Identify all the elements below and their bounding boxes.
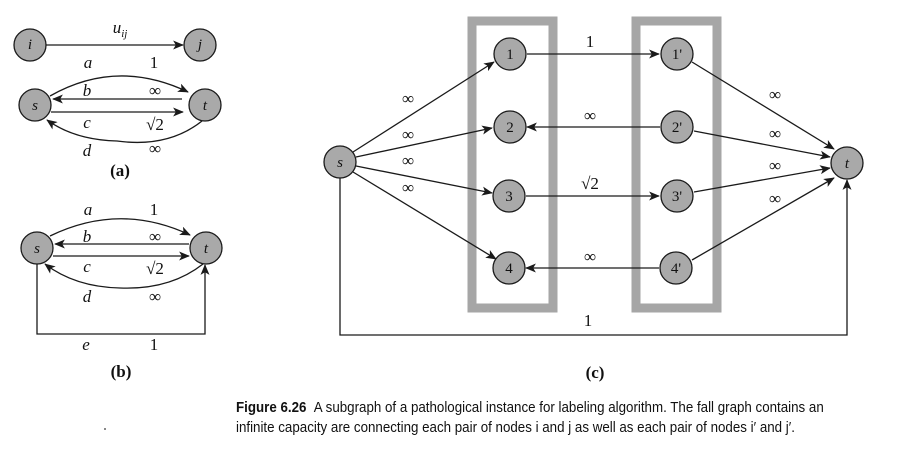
- arc-3-3p-capacity: √2: [581, 174, 599, 193]
- arc-a-name: a: [84, 200, 93, 219]
- arc-1-1p-capacity: 1: [586, 32, 595, 51]
- edge-label-u: uij: [113, 18, 128, 40]
- figure-diagram: i j uij s t a 1 b ∞ c √2 d ∞ (a) s t a 1: [13, 16, 864, 382]
- left-node-group-box: [467, 16, 558, 313]
- arc-d-name: d: [83, 141, 92, 160]
- node-3-prime: [660, 179, 694, 213]
- arc-1p-t-capacity: ∞: [769, 85, 781, 104]
- arc-d: [44, 263, 204, 289]
- arc-s-1-capacity: ∞: [402, 89, 414, 108]
- node-3-label: 3: [505, 189, 513, 205]
- node-1-label: 1: [506, 47, 514, 63]
- node-3: [492, 179, 526, 213]
- arc-b-name: b: [83, 227, 92, 246]
- arc-s-2: [355, 125, 493, 158]
- node-4: [492, 251, 526, 285]
- node-s-label: s: [32, 98, 38, 114]
- arc-a: [49, 75, 189, 97]
- panel-c-caption: (c): [586, 363, 605, 382]
- arc-c-capacity: √2: [146, 115, 164, 134]
- arc-c-name: c: [83, 113, 91, 132]
- arc-2p-t-capacity: ∞: [769, 124, 781, 143]
- panel-a: i j uij s t a 1 b ∞ c √2 d ∞ (a): [13, 18, 222, 180]
- node-j-label: j: [196, 37, 202, 53]
- node-s-label: s: [34, 241, 40, 257]
- figure-number: Figure 6.26: [236, 400, 307, 416]
- node-t: [189, 231, 223, 265]
- node-1-prime-label: 1': [672, 47, 683, 63]
- node-4-prime: [659, 251, 693, 285]
- arc-b-capacity: ∞: [149, 81, 161, 100]
- arc-s-4-capacity: ∞: [402, 178, 414, 197]
- arc-s-t-bypass-capacity: 1: [584, 311, 593, 330]
- arc-d-capacity: ∞: [149, 287, 161, 306]
- arc-4p-t: [691, 177, 835, 261]
- panel-c: s t 1 2 3 4 1' 2' 3' 4' ∞ ∞ ∞ ∞ 1 ∞ √2 ∞…: [323, 16, 864, 382]
- arc-b-name: b: [83, 81, 92, 100]
- node-j: [183, 28, 217, 62]
- arc-a-capacity: 1: [150, 53, 159, 72]
- node-i-label: i: [28, 37, 32, 53]
- arc-s-3-capacity: ∞: [402, 151, 414, 170]
- arc-2p-t: [693, 130, 831, 160]
- arc-c-name: c: [83, 257, 91, 276]
- node-t: [830, 146, 864, 180]
- arc-3p-t-capacity: ∞: [769, 156, 781, 175]
- node-s: [20, 231, 54, 265]
- arc-1p-t: [691, 61, 835, 150]
- arc-e-capacity: 1: [150, 335, 159, 354]
- node-1-prime: [660, 37, 694, 71]
- arc-s-1: [352, 61, 495, 153]
- node-3-prime-label: 3': [672, 189, 683, 205]
- arc-d: [46, 119, 203, 144]
- node-i: [13, 28, 47, 62]
- arc-a: [49, 218, 191, 237]
- edge-label-u-sub: ij: [121, 28, 127, 40]
- panel-b: s t a 1 b ∞ c √2 d ∞ e 1 (b): [20, 200, 223, 381]
- arc-s-3: [355, 165, 493, 196]
- node-1: [493, 37, 527, 71]
- arc-s-t-bypass: [339, 178, 852, 336]
- edge-label-u-main: u: [113, 18, 122, 37]
- arc-2p-2-capacity: ∞: [584, 106, 596, 125]
- node-t: [188, 88, 222, 122]
- arc-e: [36, 262, 210, 335]
- node-2: [493, 110, 527, 144]
- node-s: [323, 145, 357, 179]
- node-t-label: t: [204, 241, 209, 257]
- right-node-group-box: [631, 16, 722, 313]
- stray-mark: [104, 428, 106, 430]
- arc-d-capacity: ∞: [149, 139, 161, 158]
- node-s: [18, 88, 52, 122]
- arc-s-2-capacity: ∞: [402, 125, 414, 144]
- arc-4p-4-capacity: ∞: [584, 247, 596, 266]
- node-2-label: 2: [506, 120, 514, 136]
- arc-3p-t: [693, 165, 831, 193]
- arc-e-name: e: [82, 335, 90, 354]
- panel-b-caption: (b): [111, 362, 132, 381]
- figure-caption-text: A subgraph of a pathological instance fo…: [236, 400, 824, 436]
- node-t-label: t: [845, 156, 850, 172]
- node-4-label: 4: [505, 261, 513, 277]
- node-4-prime-label: 4': [671, 261, 682, 277]
- arc-b-capacity: ∞: [149, 227, 161, 246]
- arc-a-capacity: 1: [150, 200, 159, 219]
- panel-a-caption: (a): [110, 161, 130, 180]
- arc-d-name: d: [83, 287, 92, 306]
- arc-s-4: [352, 171, 497, 260]
- node-s-label: s: [337, 155, 343, 171]
- arc-c-capacity: √2: [146, 259, 164, 278]
- arc-4p-t-capacity: ∞: [769, 189, 781, 208]
- node-2-prime-label: 2': [672, 120, 683, 136]
- node-2-prime: [660, 110, 694, 144]
- arc-a-name: a: [84, 53, 93, 72]
- node-t-label: t: [203, 98, 208, 114]
